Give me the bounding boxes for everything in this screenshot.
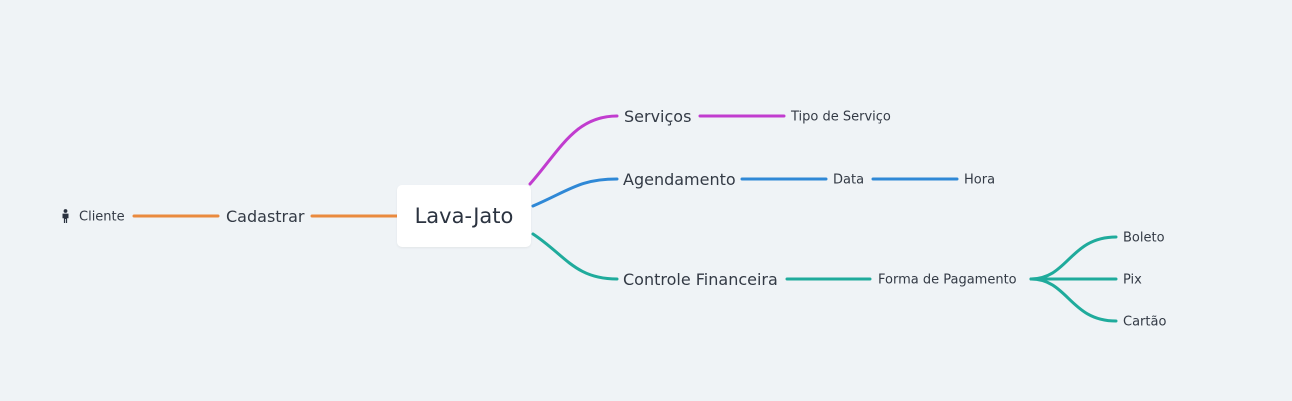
node-cartao[interactable]: Cartão [1123,314,1167,330]
node-cliente[interactable]: Cliente [79,209,125,225]
node-cadastrar[interactable]: Cadastrar [226,207,305,226]
node-pix[interactable]: Pix [1123,272,1142,288]
node-agendamento[interactable]: Agendamento [623,170,736,189]
node-forma-pagamento[interactable]: Forma de Pagamento [878,272,1017,288]
connector-root-servicos [528,114,619,186]
connector-forma-boleto [1029,235,1118,281]
person-icon [62,209,69,223]
node-boleto[interactable]: Boleto [1123,230,1165,246]
root-node-label: Lava-Jato [414,204,514,228]
node-tipo-servico[interactable]: Tipo de Serviço [791,109,891,125]
node-hora[interactable]: Hora [964,172,996,188]
node-controle-financeira[interactable]: Controle Financeira [623,270,778,289]
node-servicos[interactable]: Serviços [624,107,692,126]
connector-root-agendamento [531,177,619,208]
connector-forma-cartao [1029,277,1118,323]
connector-root-controle [531,232,619,281]
node-data[interactable]: Data [833,172,865,188]
root-node[interactable]: Lava-Jato [397,185,531,247]
